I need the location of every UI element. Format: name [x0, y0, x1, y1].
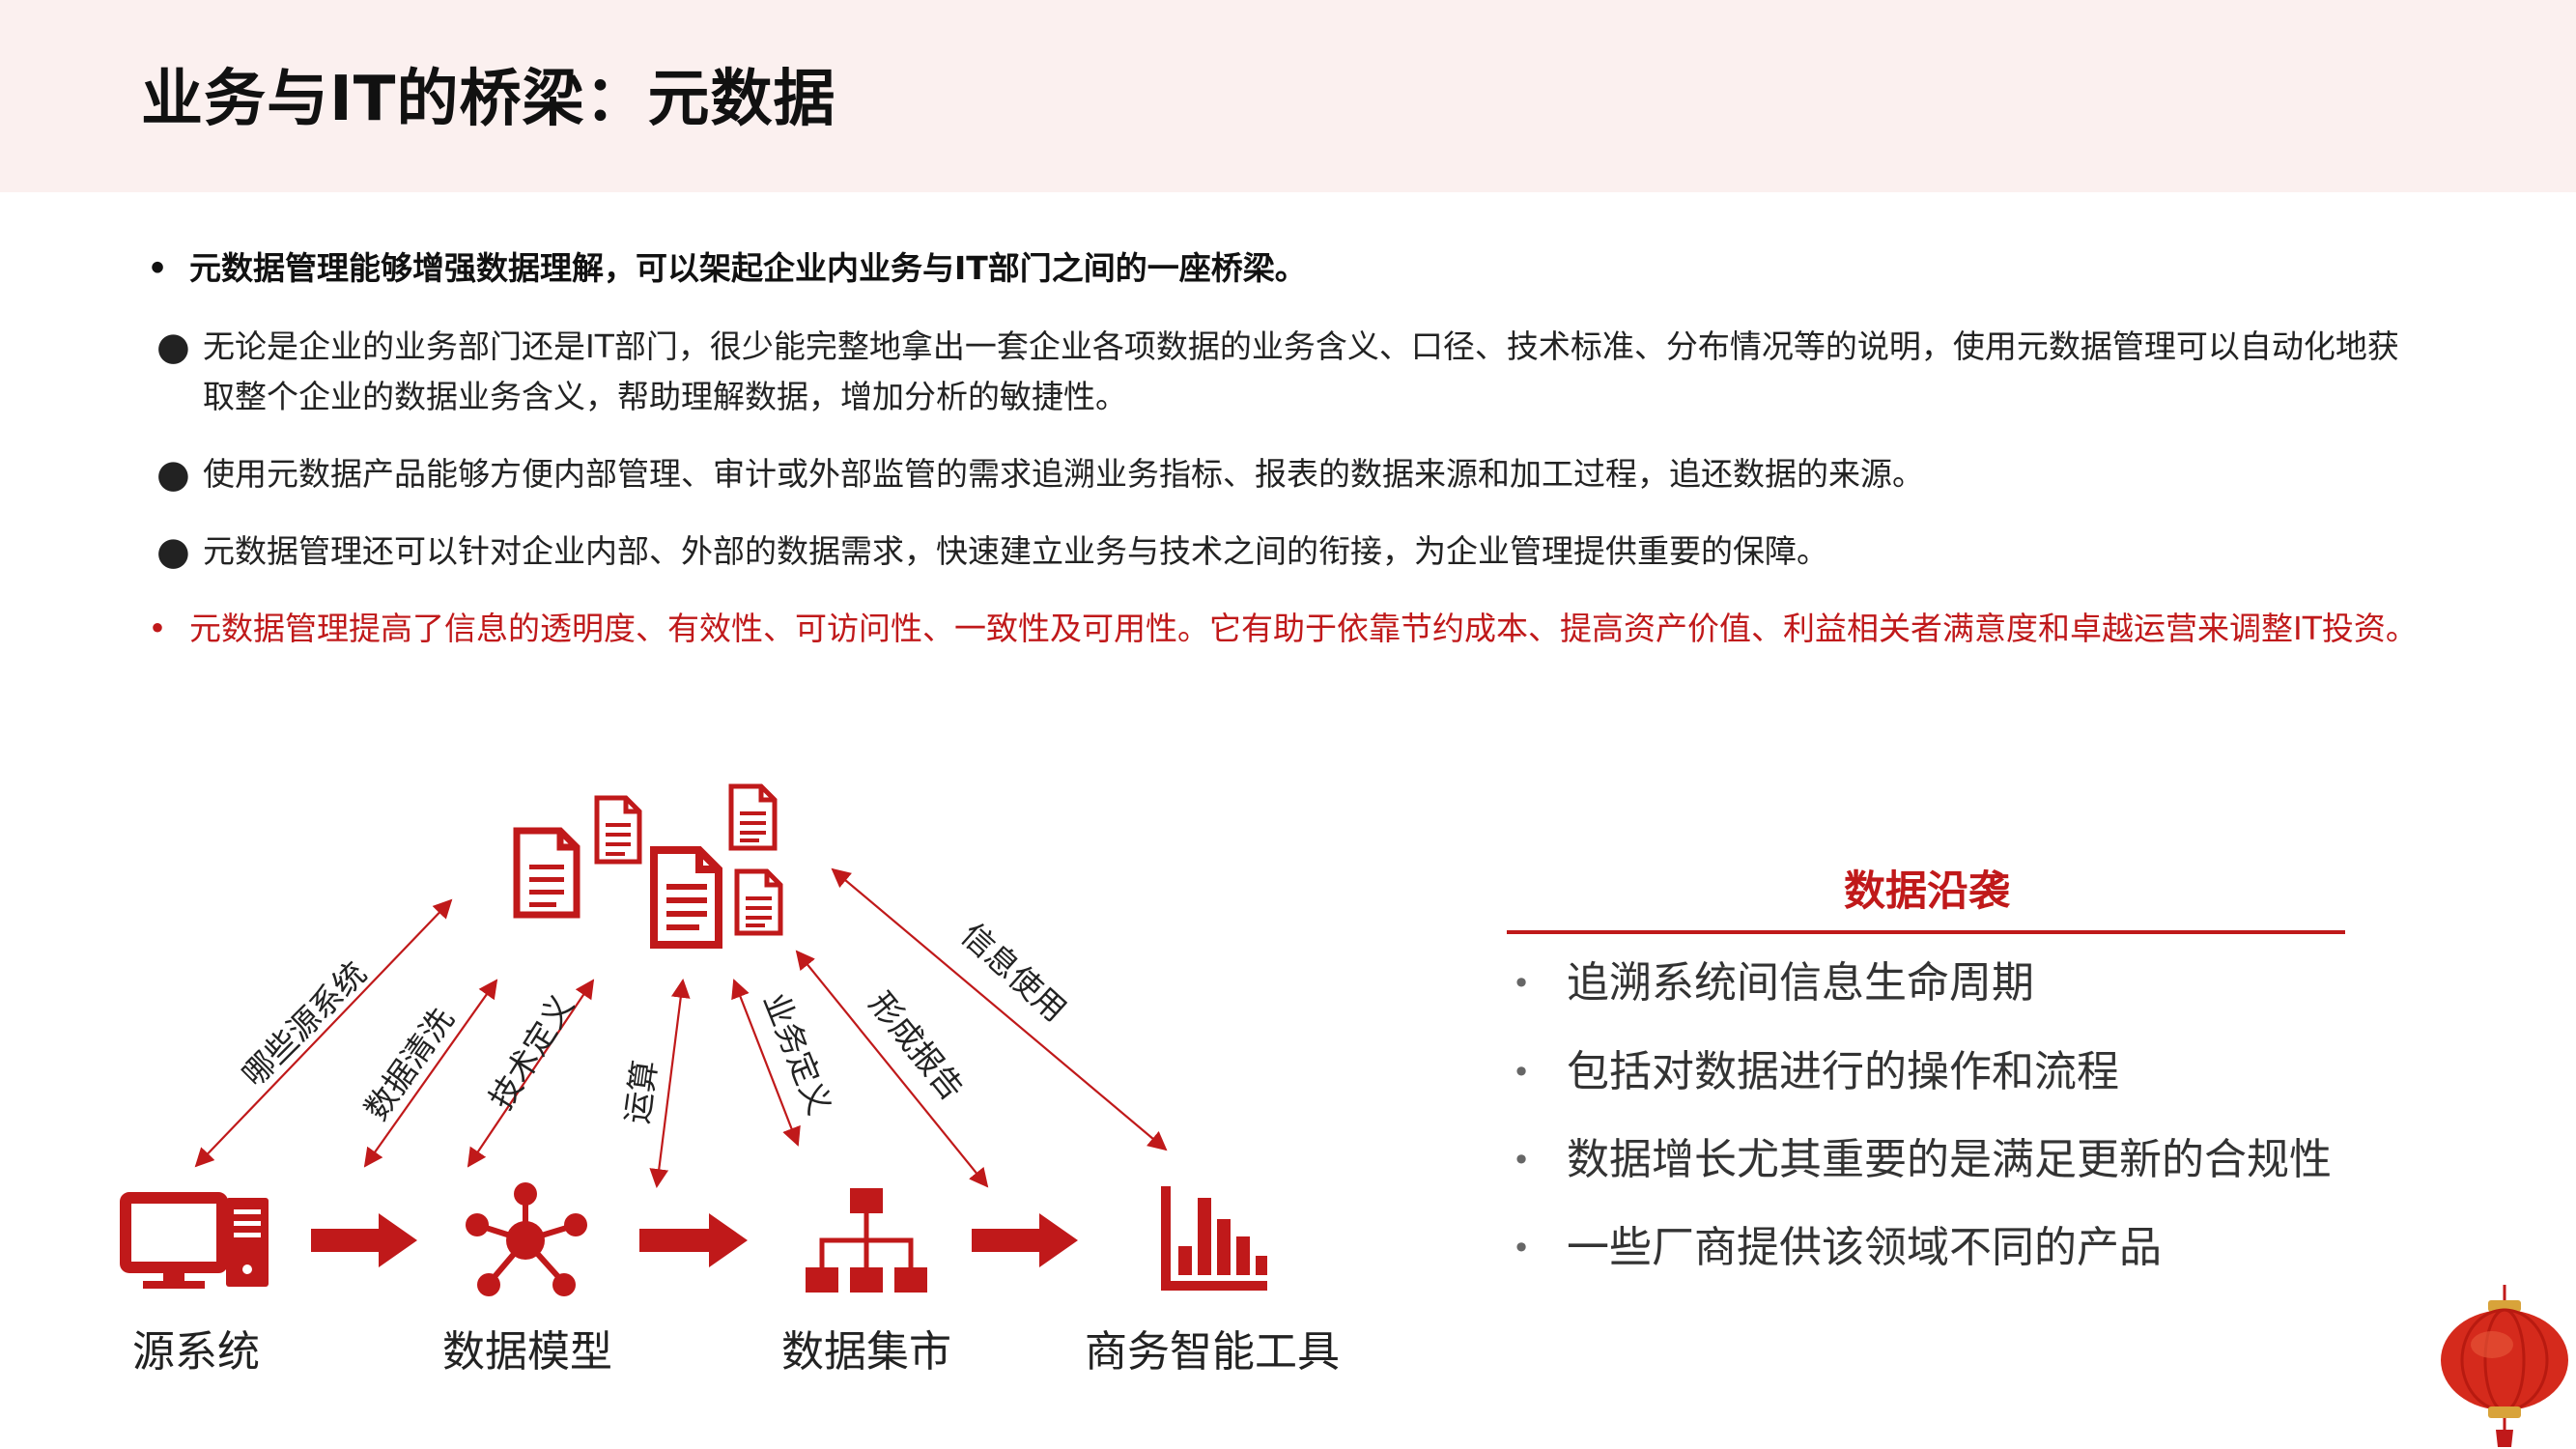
bullet-marker: ● [156, 529, 190, 574]
list-item: • 追溯系统间信息生命周期 [1513, 954, 2417, 1012]
list-marker: • [1512, 1054, 1531, 1091]
list-item-text: 一些厂商提供该领域不同的产品 [1567, 1223, 2162, 1272]
documents-icon [513, 783, 783, 949]
bullet-item: ● 使用元数据产品能够方便内部管理、审计或外部监管的需求追溯业务指标、报表的数据… [156, 449, 2453, 499]
link-label: 信息使用 [954, 916, 1074, 1029]
bullet-marker: ● [156, 325, 190, 369]
list-marker: • [1512, 1230, 1531, 1266]
list-item: • 一些厂商提供该领域不同的产品 [1513, 1219, 2417, 1277]
list-marker: • [1512, 965, 1531, 1002]
computer-icon [120, 1192, 269, 1289]
list-item: • 数据增长尤其重要的是满足更新的合规性 [1513, 1131, 2417, 1189]
bullet-marker: • [147, 249, 168, 287]
bullet-marker: ● [156, 452, 190, 497]
panel-divider [1507, 930, 2345, 934]
page-title: 业务与IT的桥梁：元数据 [141, 64, 836, 135]
bullet-item: ● 元数据管理还可以针对企业内部、外部的数据需求，快速建立业务与技术之间的衔接，… [156, 526, 2453, 577]
bullet-text: 元数据管理提高了信息的透明度、有效性、可访问性、一致性及可用性。它有助于依靠节约… [189, 610, 2418, 647]
bullet-item: • 元数据管理提高了信息的透明度、有效性、可访问性、一致性及可用性。它有助于依靠… [148, 604, 2420, 654]
node-labels: 源系统 数据模型 数据集市 商务智能工具 [132, 1327, 1340, 1377]
hierarchy-icon [806, 1188, 927, 1293]
link-label: 运算 [618, 1058, 665, 1126]
bullet-text: 使用元数据产品能够方便内部管理、审计或外部监管的需求追溯业务指标、报表的数据来源… [203, 455, 1924, 493]
bullet-text: 无论是企业的业务部门还是IT部门，很少能完整地拿出一套企业各项数据的业务含义、口… [203, 327, 2399, 415]
panel-title: 数据沿袭 [1844, 867, 2010, 916]
node-label: 商务智能工具 [1085, 1327, 1340, 1377]
bar-chart-icon [1161, 1186, 1267, 1291]
bullet-marker: • [148, 610, 167, 647]
bullet-text: 元数据管理还可以针对企业内部、外部的数据需求，快速建立业务与技术之间的衔接，为企… [203, 532, 1828, 570]
node-label: 数据模型 [442, 1327, 612, 1377]
node-label: 源系统 [132, 1327, 260, 1377]
bullet-item: ● 无论是企业的业务部门还是IT部门，很少能完整地拿出一套企业各项数据的业务含义… [156, 322, 2424, 422]
network-icon [466, 1182, 587, 1296]
link-label: 数据清洗 [357, 1001, 462, 1126]
list-marker: • [1512, 1142, 1531, 1179]
list-item-text: 包括对数据进行的操作和流程 [1567, 1047, 2119, 1096]
list-item: • 包括对数据进行的操作和流程 [1513, 1043, 2417, 1101]
link-label: 技术定义 [482, 988, 581, 1117]
link-label: 业务定义 [756, 987, 839, 1120]
link-label: 哪些源系统 [235, 954, 374, 1094]
list-item-text: 数据增长尤其重要的是满足更新的合规性 [1567, 1135, 2332, 1184]
document-lines [529, 811, 772, 930]
link-arrows [194, 867, 1168, 1188]
link-label: 形成报告 [862, 984, 971, 1107]
lantern-icon [2441, 1285, 2568, 1447]
bullet-item: • 元数据管理能够增强数据理解，可以架起企业内业务与IT部门之间的一座桥梁。 [147, 243, 2440, 294]
header-band: 业务与IT的桥梁：元数据 [0, 0, 2576, 192]
bullet-text: 元数据管理能够增强数据理解，可以架起企业内业务与IT部门之间的一座桥梁。 [189, 249, 1307, 287]
list-item-text: 追溯系统间信息生命周期 [1567, 958, 2034, 1008]
node-label: 数据集市 [781, 1327, 951, 1377]
flow-arrows [311, 1213, 1078, 1267]
